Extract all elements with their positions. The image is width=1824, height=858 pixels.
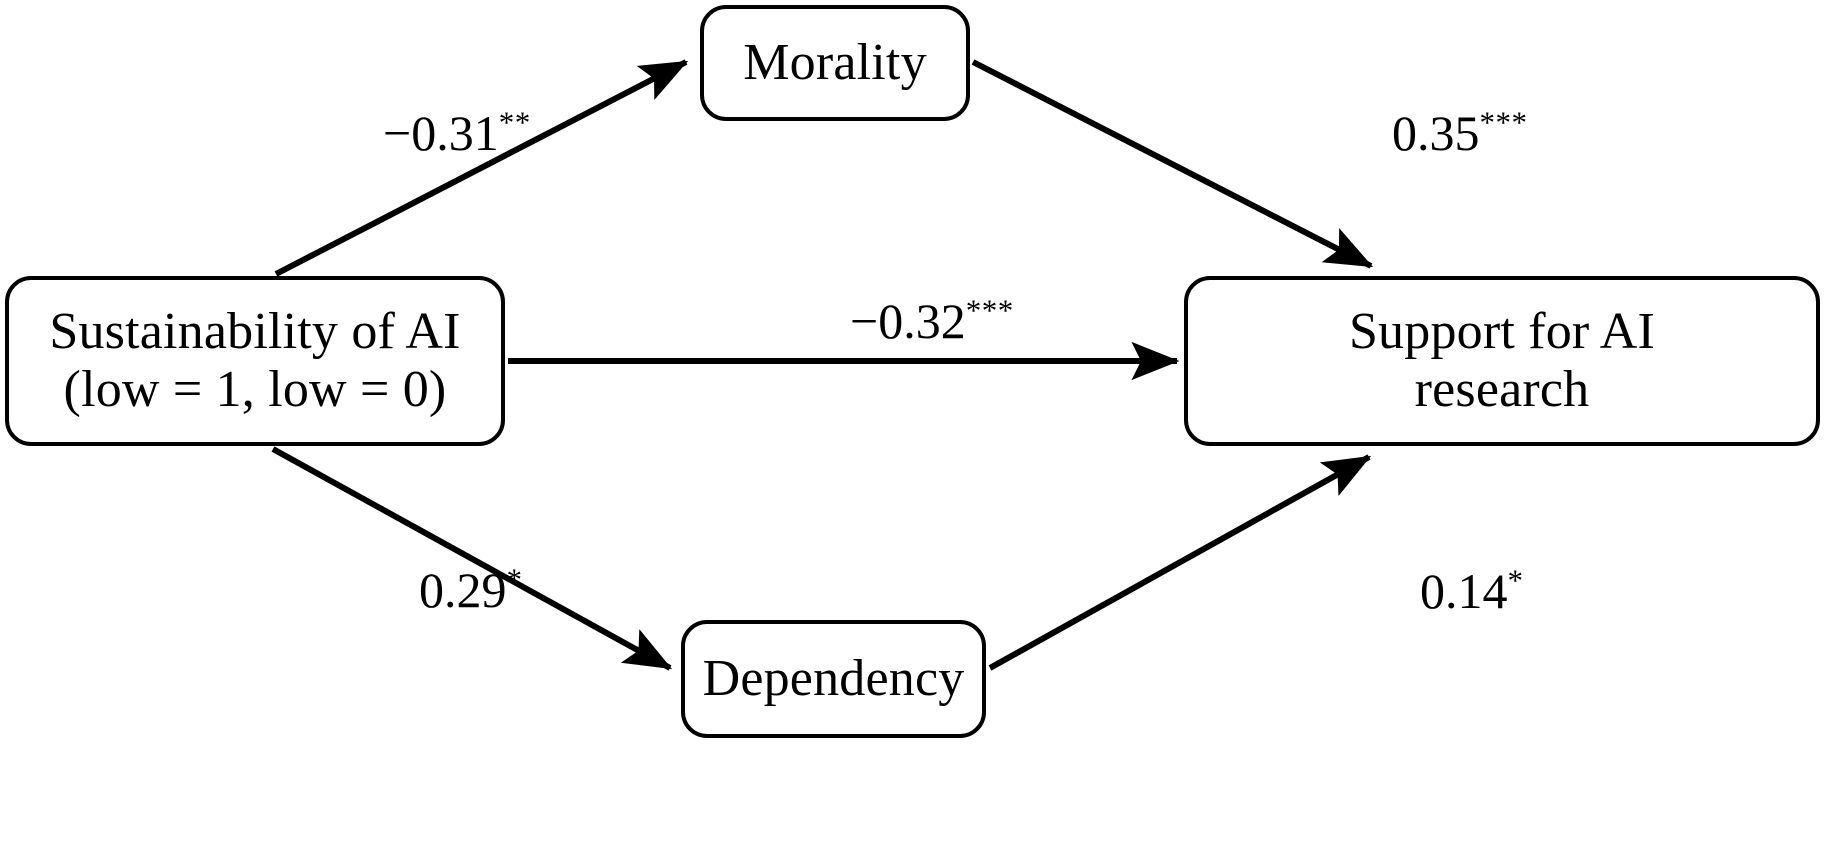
significance-stars: * <box>1507 562 1524 598</box>
node-dependency[interactable]: Dependency <box>681 620 986 738</box>
coefficient-value: 0.29 <box>419 562 507 618</box>
node-sustainability-line-2: (low = 1, low = 0) <box>63 361 447 418</box>
node-morality[interactable]: Morality <box>700 5 970 121</box>
node-morality-label: Morality <box>743 33 927 91</box>
edge-dependency-to-support <box>988 454 1372 671</box>
significance-stars: *** <box>965 292 1014 328</box>
node-support-line-1: Support for AI <box>1348 302 1656 360</box>
edge-label-sustainability-to-morality: −0.31** <box>383 105 531 161</box>
edge-morality-to-support <box>971 59 1374 269</box>
coefficient-value: −0.32 <box>850 293 966 349</box>
significance-stars: ** <box>498 104 531 140</box>
node-sustainability-of-ai[interactable]: Sustainability of AI (low = 1, low = 0) <box>5 276 505 446</box>
significance-stars: *** <box>1479 104 1528 140</box>
node-dependency-label: Dependency <box>702 649 965 707</box>
edge-label-dependency-to-support: 0.14* <box>1420 563 1524 619</box>
edge-label-sustainability-to-dependency: 0.29* <box>419 562 523 618</box>
coefficient-value: −0.31 <box>383 105 499 161</box>
edge-label-morality-to-support: 0.35*** <box>1392 105 1528 161</box>
coefficient-value: 0.35 <box>1392 105 1480 161</box>
significance-stars: * <box>506 561 523 597</box>
edge-sustainability-to-dependency <box>271 446 673 671</box>
edge-label-sustainability-to-support: −0.32*** <box>850 293 1014 349</box>
edge-sustainability-to-morality <box>274 59 689 277</box>
node-support-line-2: research <box>1414 361 1590 418</box>
coefficient-value: 0.14 <box>1420 563 1508 619</box>
node-sustainability-line-1: Sustainability of AI <box>49 302 461 360</box>
node-support-for-ai-research[interactable]: Support for AI research <box>1184 276 1820 446</box>
